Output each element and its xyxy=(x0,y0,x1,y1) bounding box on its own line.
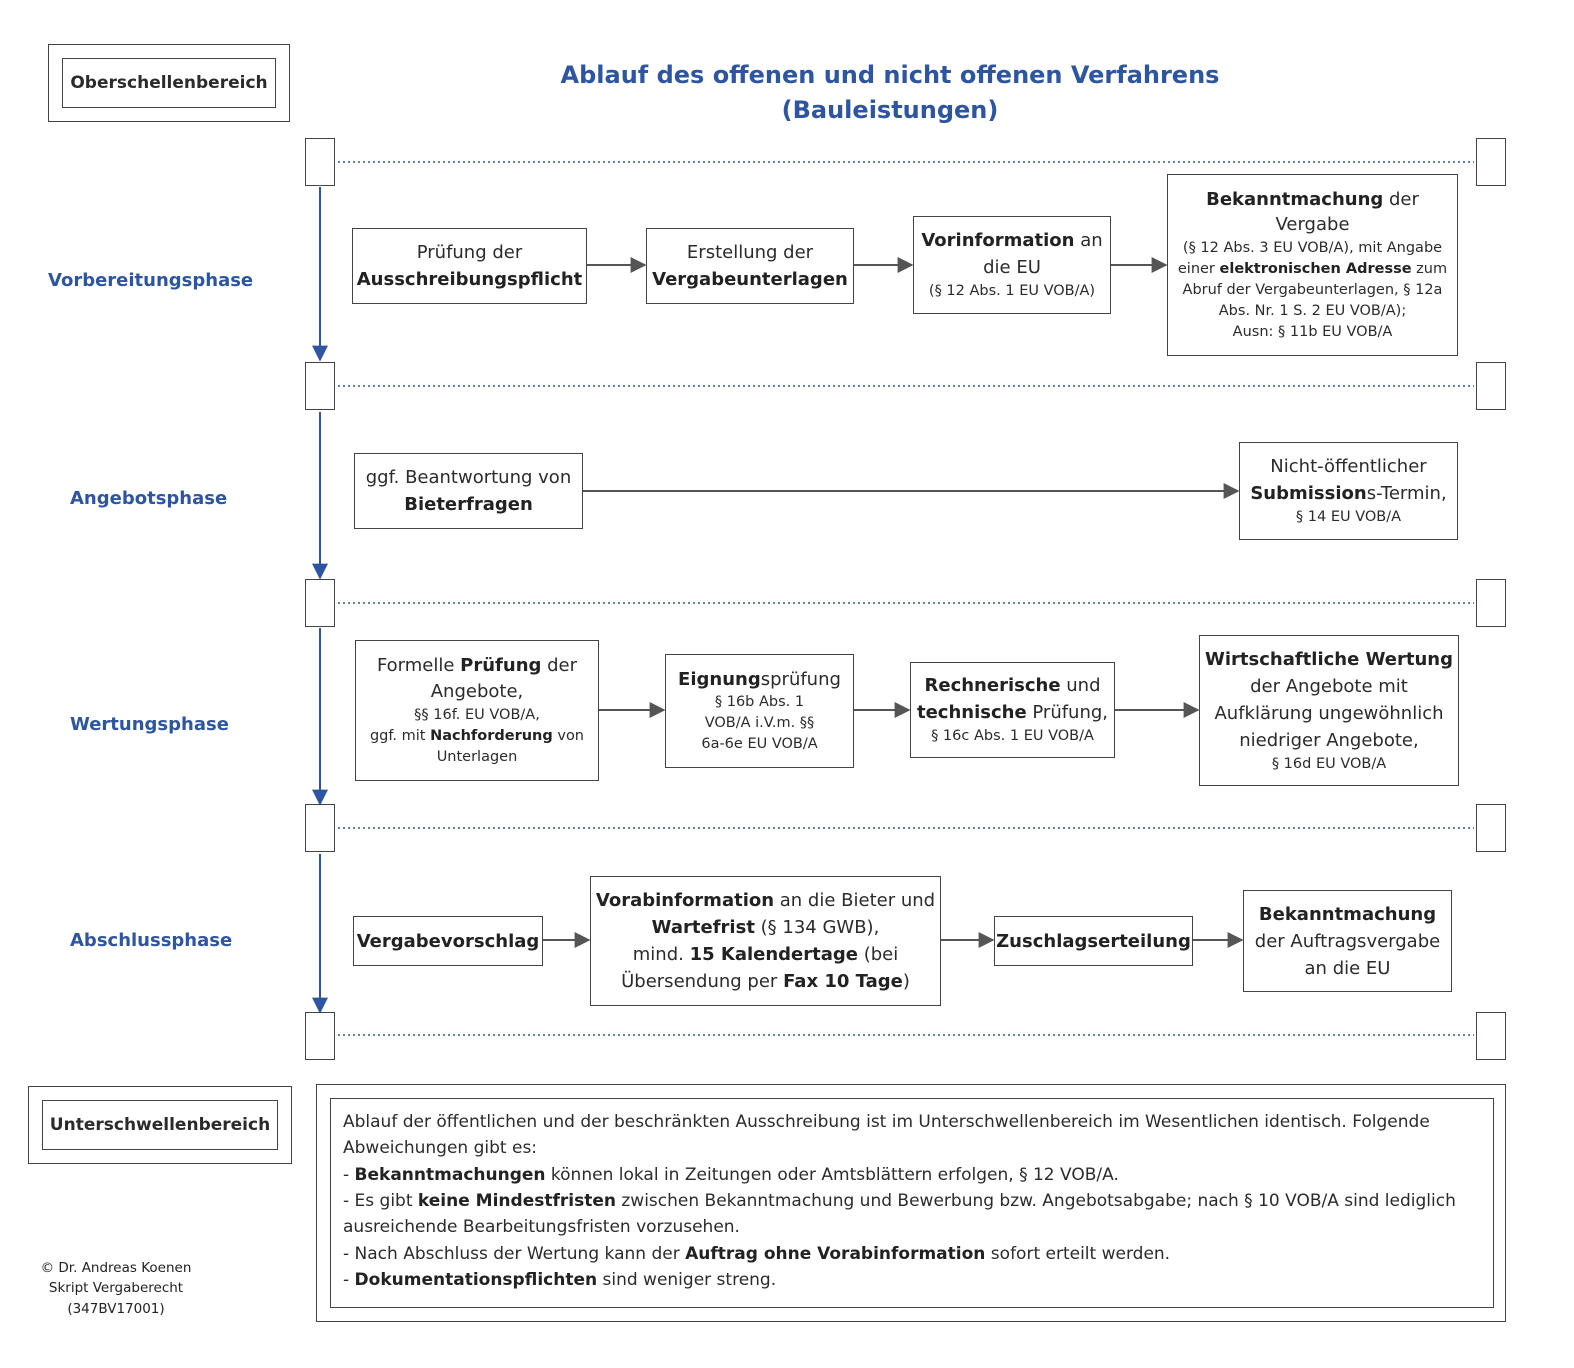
step-wirtschaftliche-wertung: Wirtschaftliche Wertung der Angebote mit… xyxy=(1199,635,1459,786)
step-vergabevorschlag: Vergabevorschlag xyxy=(353,916,543,966)
timeline-end-node xyxy=(1476,362,1506,410)
timeline-node xyxy=(305,579,335,627)
timeline-end-node xyxy=(1476,138,1506,186)
timeline-node xyxy=(305,138,335,186)
step-pruefung-ausschreibungspflicht: Prüfung der Ausschreibungspflicht xyxy=(352,228,587,304)
timeline-end-node xyxy=(1476,579,1506,627)
area-top-label: Oberschellenbereich xyxy=(62,58,276,108)
timeline-end-node xyxy=(1476,804,1506,852)
step-vorinformation: Vorinformation an die EU (§ 12 Abs. 1 EU… xyxy=(913,216,1111,314)
step-bekanntmachung-vergabe: Bekanntmachung der Vergabe (§ 12 Abs. 3 … xyxy=(1167,174,1458,356)
note-box: Ablauf der öffentlichen und der beschrän… xyxy=(330,1098,1494,1308)
step-formelle-pruefung: Formelle Prüfung der Angebote, §§ 16f. E… xyxy=(355,640,599,781)
area-top-frame xyxy=(48,44,290,122)
step-rechnerische-pruefung: Rechnerische und technische Prüfung, § 1… xyxy=(910,662,1115,758)
note-frame xyxy=(316,1084,1506,1322)
step-eignungspruefung: Eignungsprüfung § 16b Abs. 1 VOB/A i.V.m… xyxy=(665,654,854,768)
step-bieterfragen: ggf. Beantwortung von Bieterfragen xyxy=(354,453,583,529)
phase-label-angebot: Angebotsphase xyxy=(70,488,228,509)
step-erstellung-vergabeunterlagen: Erstellung der Vergabeunterlagen xyxy=(646,228,854,304)
area-bottom-frame xyxy=(28,1086,292,1164)
timeline-end-node xyxy=(1476,1012,1506,1060)
step-bekanntmachung-auftragsvergabe: Bekanntmachung der Auftragsvergabe an di… xyxy=(1243,890,1452,992)
step-vorabinformation: Vorabinformation an die Bieter und Warte… xyxy=(590,876,941,1006)
step-submissionstermin: Nicht-öffentlicher Submissions-Termin, §… xyxy=(1239,442,1458,540)
step-zuschlagserteilung: Zuschlagserteilung xyxy=(994,916,1193,966)
page-title: Ablauf des offenen und nicht offenen Ver… xyxy=(560,61,1220,124)
phase-label-vorbereitung: Vorbereitungsphase xyxy=(48,270,254,291)
copyright-note: © Dr. Andreas Koenen Skript Vergaberecht… xyxy=(40,1260,192,1317)
timeline-node xyxy=(305,1012,335,1060)
phase-label-wertung: Wertungsphase xyxy=(70,714,229,735)
timeline-node xyxy=(305,362,335,410)
phase-label-abschluss: Abschlussphase xyxy=(70,930,233,951)
area-bottom-label: Unterschwellenbereich xyxy=(42,1100,278,1150)
timeline-node xyxy=(305,804,335,852)
